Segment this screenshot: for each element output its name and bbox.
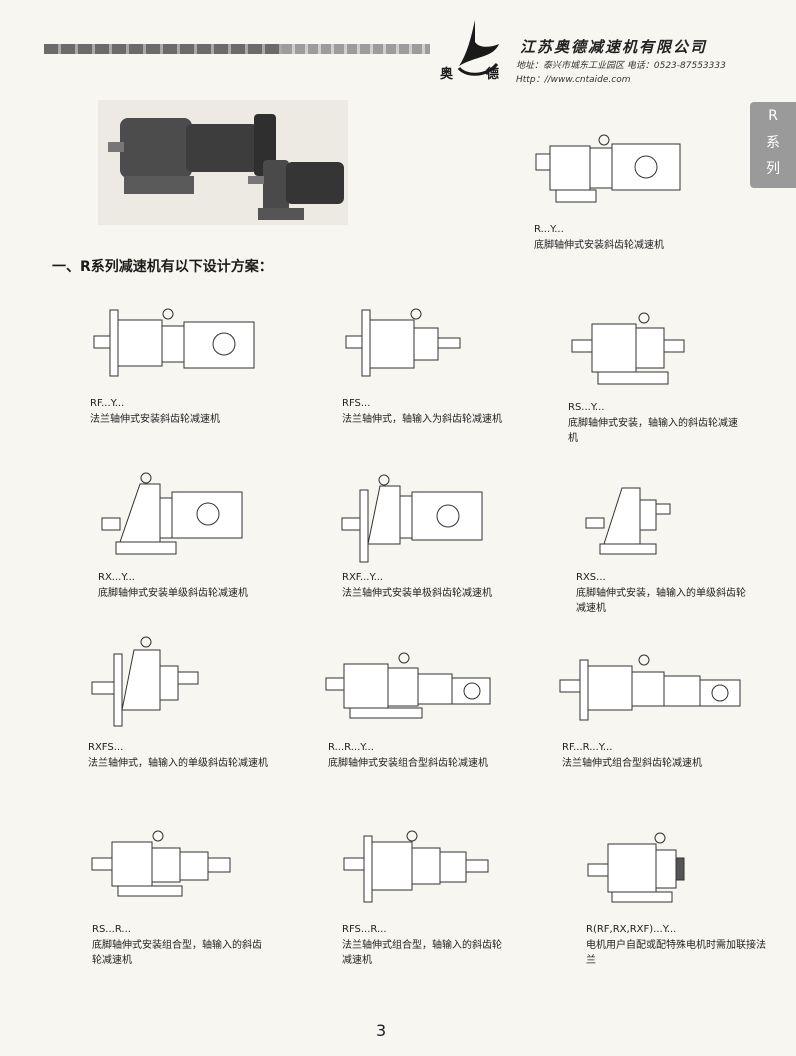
design-code: RX...Y...: [98, 572, 135, 583]
reducer-flange-input-shaft-drawing: [345, 308, 461, 377]
design-description: 法兰轴伸式，轴输入为斜齿轮减速机: [342, 414, 502, 425]
reducer-flange-motor-drawing: [93, 308, 255, 377]
design-code: RFS...R...: [342, 924, 387, 935]
reducer-combined-foot-input-drawing: [91, 830, 231, 897]
design-description: 底脚轴伸式安装组合型斜齿轮减速机: [328, 758, 488, 769]
reducer-single-stage-foot-drawing: [101, 472, 243, 555]
design-code: RS...R...: [92, 924, 131, 935]
tab-letter: R: [768, 108, 778, 124]
company-url: Http：//www.cntaide.com: [516, 75, 631, 85]
tab-line-2: 列: [766, 161, 780, 177]
reducer-foot-input-shaft-drawing: [571, 312, 685, 385]
design-description: 底脚轴伸式安装，轴输入的斜齿轮减速机: [568, 418, 738, 444]
design-code: R...Y...: [534, 224, 564, 235]
page-number: 3: [376, 1021, 387, 1040]
reducer-combined-flange-drawing: [559, 654, 741, 721]
design-description: 底脚轴伸式安装斜齿轮减速机: [534, 240, 664, 251]
design-code: R...R...Y...: [328, 742, 374, 753]
design-description: 电机用户自配或配特殊电机时需加联接法兰: [586, 940, 766, 966]
design-code: RS...Y...: [568, 402, 605, 413]
design-code: RF...R...Y...: [562, 742, 613, 753]
design-description: 底脚轴伸式安装单级斜齿轮减速机: [98, 588, 248, 599]
design-description: 底脚轴伸式安装，轴输入的单级斜齿轮减速机: [576, 588, 746, 614]
design-description: 法兰轴伸式安装单极斜齿轮减速机: [342, 588, 492, 599]
reducer-combined-foot-drawing: [325, 652, 491, 719]
header-decorative-bar-light: [282, 44, 430, 54]
design-code: RXS...: [576, 572, 606, 583]
logo-char-2: 德: [486, 67, 500, 82]
reducer-single-stage-flange-input-drawing: [91, 636, 199, 727]
design-code: RFS...: [342, 398, 371, 409]
design-code: RXF...Y...: [342, 572, 384, 583]
product-photo: [98, 100, 348, 225]
design-description: 法兰轴伸式安装斜齿轮减速机: [90, 414, 220, 425]
reducer-single-stage-input-shaft-drawing: [585, 487, 671, 555]
design-code: R(RF,RX,RXF)...Y...: [586, 924, 677, 935]
design-description: 法兰轴伸式，轴输入的单级斜齿轮减速机: [88, 758, 268, 769]
reducer-combined-flange-input-drawing: [343, 830, 489, 903]
reducer-single-stage-flange-drawing: [341, 474, 483, 563]
design-description: 法兰轴伸式组合型斜齿轮减速机: [562, 758, 702, 769]
company-address: 地址：泰兴市城东工业园区 电话：0523-87553333: [516, 61, 726, 71]
company-name: 江苏奥德减速机有限公司: [520, 38, 708, 56]
design-code: RF...Y...: [90, 398, 125, 409]
logo-char-1: 奥: [440, 67, 454, 82]
header-decorative-bar: [44, 44, 429, 54]
company-logo: [457, 20, 499, 76]
reducer-motor-adapter-flange-drawing: [587, 832, 685, 903]
design-code: RXFS...: [88, 742, 124, 753]
tab-line-1: 系: [766, 135, 780, 151]
series-side-tab: R 系 列: [750, 102, 796, 188]
design-description: 底脚轴伸式安装组合型，轴输入的斜齿轮减速机: [92, 940, 262, 966]
section-title: 一、R系列减速机有以下设计方案：: [52, 259, 273, 275]
reducer-foot-motor-drawing: [535, 134, 681, 203]
design-description: 法兰轴伸式组合型，轴输入的斜齿轮减速机: [342, 940, 502, 966]
